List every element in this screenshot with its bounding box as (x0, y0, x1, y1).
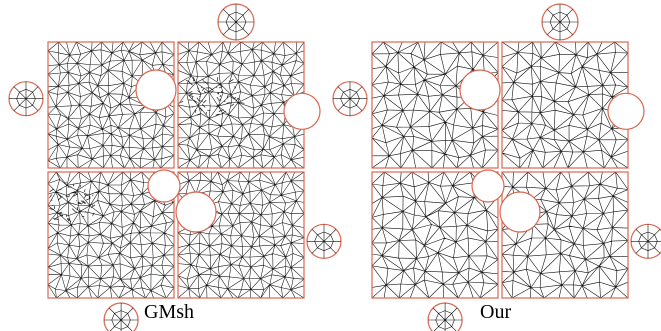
our-mesh-panel (332, 3, 661, 331)
puzzle-socket (471, 169, 505, 203)
puzzle-knob (8, 81, 44, 117)
tile-boundary (47, 171, 175, 299)
puzzle-socket (175, 191, 217, 233)
tile-boundary (371, 41, 499, 169)
mesh-tile-2 (48, 172, 174, 298)
puzzle-knob (217, 3, 255, 41)
puzzle-knob (103, 302, 139, 331)
puzzle-socket (147, 169, 181, 203)
puzzle-knob (332, 81, 368, 117)
tile-boundary (47, 41, 175, 169)
gmsh-caption: GMsh (144, 301, 195, 323)
puzzle-socket (459, 69, 501, 111)
tile-boundary (501, 171, 629, 299)
mesh-tile-3 (178, 172, 304, 298)
puzzle-socket (283, 92, 321, 130)
tile-boundary (371, 171, 499, 299)
puzzle-socket (135, 69, 177, 111)
our-caption: Our (480, 301, 512, 323)
mesh-tile-0 (372, 42, 498, 168)
puzzle-socket (499, 191, 541, 233)
mesh-tile-3 (502, 172, 628, 298)
mesh-tile-1 (178, 42, 304, 168)
puzzle-knob (541, 3, 579, 41)
puzzle-knob (306, 223, 342, 259)
gmsh-mesh-panel (8, 3, 342, 331)
puzzle-knob (427, 302, 463, 331)
mesh-tile-1 (502, 42, 628, 168)
tile-boundary (177, 171, 305, 299)
puzzle-socket (607, 92, 645, 130)
puzzle-knob (630, 223, 661, 259)
